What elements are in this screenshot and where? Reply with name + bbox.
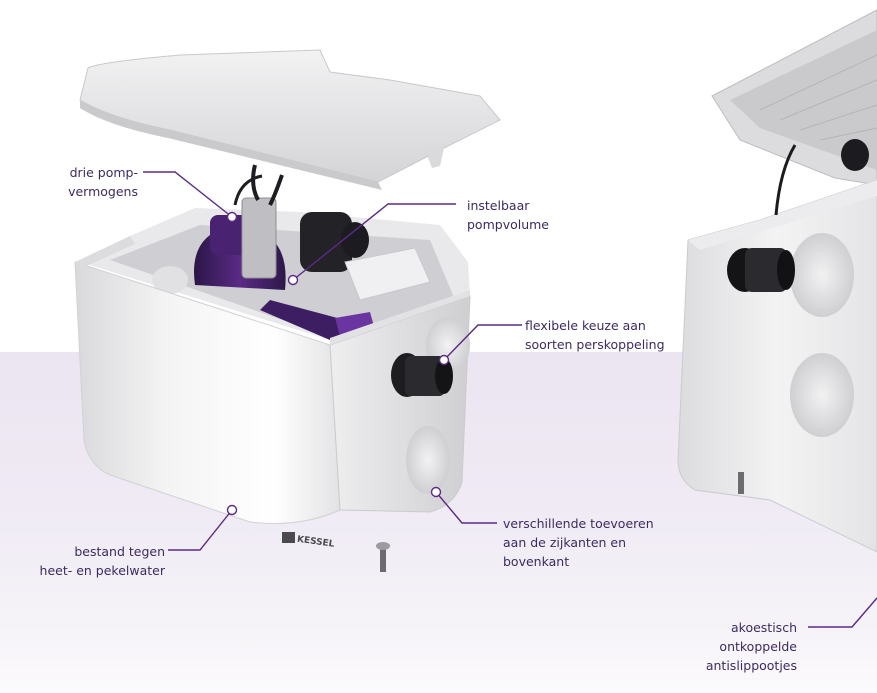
leader-discharge <box>443 324 522 361</box>
pump-assembly <box>152 164 431 340</box>
dot-inlets <box>430 486 442 498</box>
callout-pump-volume: instelbaar pompvolume <box>467 196 549 234</box>
callout-hot-water: bestand tegen heet- en pekelwater <box>40 542 165 580</box>
dot-pump-volume <box>287 274 299 286</box>
callout-hot-water-line1: bestand tegen <box>74 544 165 559</box>
callout-hot-water-line2: heet- en pekelwater <box>39 563 165 578</box>
callout-inlets-line3: bovenkant <box>503 554 570 569</box>
lifting-station-right <box>677 9 877 553</box>
callout-pump-volume-line2: pompvolume <box>467 217 550 232</box>
dot-discharge <box>438 354 450 366</box>
leader-feet <box>808 597 877 628</box>
callout-discharge-line1: flexibele keuze aan <box>525 318 646 333</box>
callout-inlets-line2: aan de zijkanten en <box>503 535 627 550</box>
callout-feet-line2: ontkoppelde <box>719 639 797 654</box>
callout-feet-line3: antislippootjes <box>705 658 797 673</box>
leader-pump-volume <box>292 203 456 281</box>
callout-discharge: flexibele keuze aan soorten perskoppelin… <box>525 316 665 354</box>
callout-pump-power-line2: vermogens <box>68 184 138 199</box>
leader-inlets <box>435 491 497 524</box>
callout-feet-line1: akoestisch <box>731 620 797 635</box>
lifting-station-left: KESSEL <box>74 49 501 572</box>
callout-discharge-line2: soorten perskoppeling <box>525 337 665 352</box>
dot-hot-water <box>226 504 238 516</box>
right-discharge-coupling <box>727 248 795 292</box>
leader-pump-power <box>143 171 233 218</box>
callout-inlets-line1: verschillende toevoeren <box>503 516 654 531</box>
leader-hot-water <box>168 509 233 551</box>
callout-inlets: verschillende toevoeren aan de zijkanten… <box>503 514 654 571</box>
callout-pump-power: drie pomp- vermogens <box>68 163 138 201</box>
anti-slip-foot <box>380 548 386 572</box>
box-front <box>74 261 341 524</box>
callout-pump-power-line1: drie pomp- <box>69 165 138 180</box>
lid <box>79 49 501 183</box>
callout-feet: akoestisch ontkoppelde antislippootjes <box>706 618 797 675</box>
side-inlet-lower <box>406 426 450 494</box>
callout-pump-volume-line1: instelbaar <box>467 198 530 213</box>
dot-pump-power <box>226 211 238 223</box>
discharge-coupling <box>391 353 453 397</box>
